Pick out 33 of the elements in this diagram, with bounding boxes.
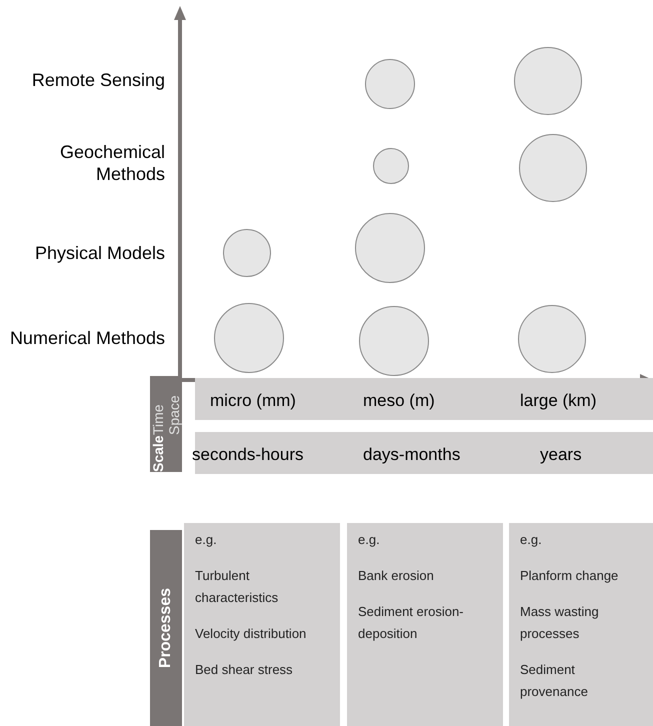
side-label: Processes (156, 588, 175, 668)
band-text: seconds-hours (192, 444, 304, 466)
process-text: Sediment provenance (520, 661, 589, 701)
process-text: e.g. (358, 531, 381, 549)
side-label: Time Space (150, 394, 182, 436)
process-text: Turbulent characteristics (195, 567, 280, 607)
process-text: Bed shear stress (195, 661, 294, 679)
band-text: meso (m) (363, 390, 435, 412)
process-text: Velocity distribution (195, 625, 308, 643)
bubble (365, 59, 415, 109)
process-text: Bank erosion (358, 567, 435, 585)
process-text: e.g. (195, 531, 218, 549)
process-column (184, 523, 340, 726)
band-text: micro (mm) (210, 390, 296, 412)
side-label: Scale (150, 435, 167, 472)
row-label: Physical Models (34, 242, 165, 264)
row-label: Geochemical Methods (58, 141, 165, 185)
process-column (347, 523, 503, 726)
band-text: days-months (363, 444, 460, 466)
process-text: Planform change (520, 567, 620, 585)
band-text: large (km) (520, 390, 597, 412)
bubble (223, 229, 271, 277)
process-column (509, 523, 653, 726)
side-header (150, 530, 182, 726)
row-label: Remote Sensing (30, 69, 165, 91)
side-header (150, 376, 182, 472)
bubble (373, 148, 409, 184)
row-label: Numerical Methods (8, 327, 165, 349)
process-text: Sediment erosion-deposition (358, 603, 464, 643)
process-text: Mass wasting processes (520, 603, 600, 643)
process-text: e.g. (520, 531, 543, 549)
scale-band (195, 378, 653, 420)
band-text: years (540, 444, 582, 466)
